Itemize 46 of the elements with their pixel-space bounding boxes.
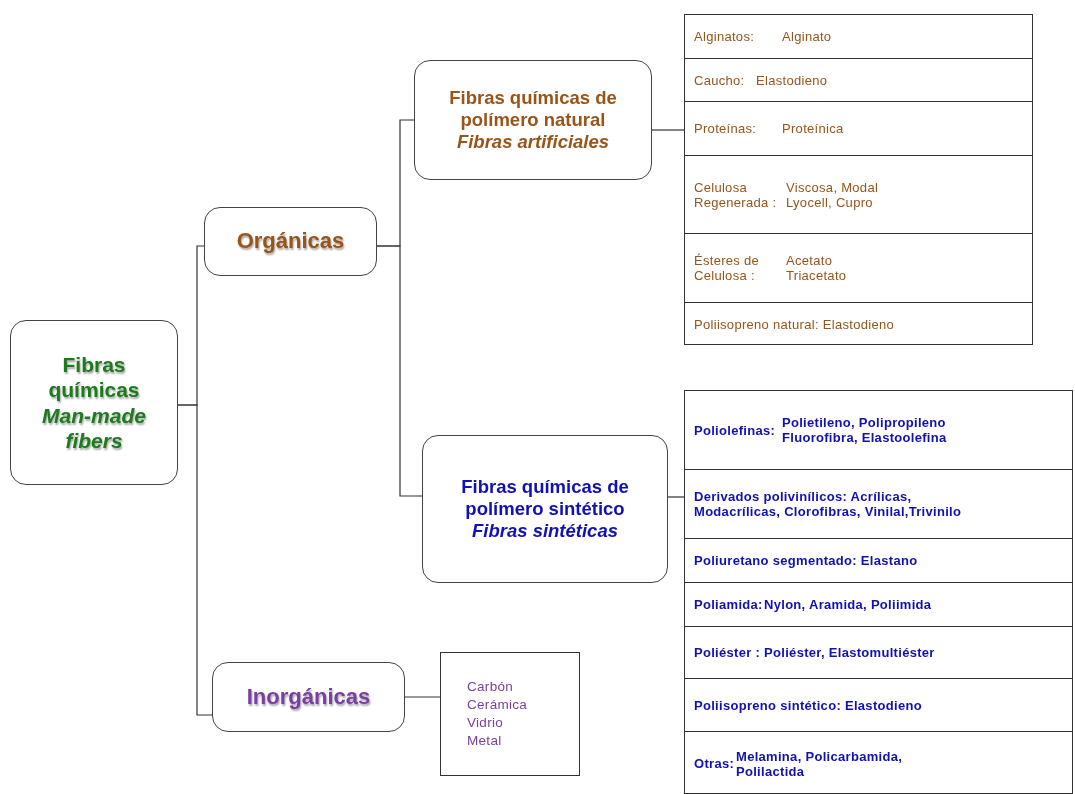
row-label: Derivados polivinílicos: Acrílicas, Modacrílicas, Clorofibras, Vinilal,Trivinilo	[694, 489, 963, 519]
category-box	[414, 60, 652, 180]
category-title: Fibras químicas de polímero natural	[448, 86, 618, 132]
row-label: Poliamida:	[694, 597, 764, 612]
category-table	[684, 390, 1073, 794]
row-values: Alginato	[782, 29, 832, 44]
category-subtitle: Fibras artificiales	[455, 131, 611, 154]
row-label: Proteínas:	[694, 121, 758, 136]
row-label: Otras:	[694, 756, 736, 771]
category-box	[422, 435, 668, 583]
category-table	[684, 14, 1033, 345]
connector-line	[667, 496, 685, 498]
row-label: Poliuretano segmentado: Elastano	[694, 553, 918, 568]
category-subtitle: Fibras sintéticas	[471, 520, 619, 543]
row-label: Poliisopreno natural: Elastodieno	[694, 317, 894, 332]
connector-line	[177, 404, 213, 716]
row-label: Ésteres de Celulosa :	[694, 253, 761, 283]
category-box	[10, 320, 178, 485]
category-subtitle: Man-made fibers	[41, 402, 147, 453]
connector-line	[404, 696, 441, 698]
list-item: Carbón	[467, 678, 514, 696]
list-item: Metal	[467, 732, 502, 750]
list-item: Cerámica	[467, 696, 528, 714]
category-box	[212, 662, 405, 732]
row-values: Viscosa, Modal Lyocell, Cupro	[786, 179, 880, 210]
row-values: Nylon, Aramida, Poliimida	[764, 597, 932, 612]
list-item: Vidrio	[467, 714, 504, 732]
row-label: Celulosa Regenerada :	[694, 179, 778, 210]
row-values: Elastodieno	[756, 72, 828, 88]
row-label: Poliisopreno sintético: Elastodieno	[694, 697, 922, 713]
list-box	[440, 652, 580, 776]
row-label: Caucho:	[694, 72, 746, 88]
row-values: Melamina, Policarbamida, Polilactida	[736, 748, 904, 779]
category-title: Fibras químicas de polímero sintético	[460, 475, 630, 521]
row-values: Polietileno, Polipropileno Fluorofibra, Elastoolefina	[782, 415, 948, 445]
row-label: Poliolefinas:	[694, 422, 777, 438]
category-title: Inorgánicas	[246, 683, 371, 711]
category-title: Fibras químicas	[47, 352, 141, 403]
row-label: Poliéster : Poliéster, Elastomultiéster	[694, 645, 935, 660]
row-values: Acetato Triacetato	[786, 253, 848, 283]
category-box	[204, 207, 377, 276]
connector-line	[376, 245, 423, 497]
connector-line	[651, 129, 685, 131]
category-title: Orgánicas	[236, 228, 345, 255]
row-label: Alginatos:	[694, 29, 756, 44]
row-values: Proteínica	[782, 121, 844, 136]
